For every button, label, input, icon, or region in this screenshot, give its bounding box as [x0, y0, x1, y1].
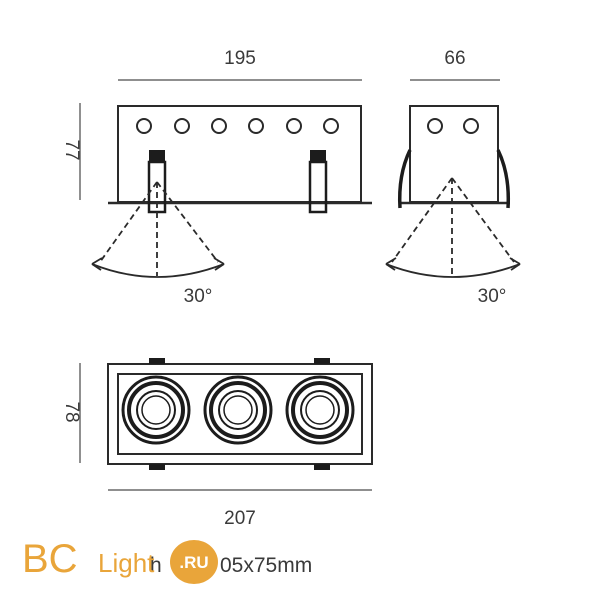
hole — [136, 118, 152, 134]
spring-tabs — [149, 358, 330, 470]
side-spring-right — [496, 149, 511, 209]
logo-ru-badge — [170, 540, 218, 584]
front-tilt-label: 30° — [184, 286, 213, 307]
hole — [174, 118, 190, 134]
front-width-label: 195 — [224, 48, 256, 69]
hole — [427, 118, 443, 134]
top-view: 78 207 — [61, 358, 373, 529]
front-holes — [136, 118, 339, 134]
cutout-dimension: h 05x75mm — [150, 554, 312, 577]
front-view: 195 77 30° — [61, 48, 372, 307]
trim-outer — [107, 363, 373, 465]
bclight-logo: BC Light .RU — [22, 537, 218, 584]
logo-light-text: Light — [98, 548, 155, 578]
front-tilt-indicator — [91, 181, 225, 278]
side-tilt-label: 30° — [478, 286, 507, 307]
logo-ru-text: .RU — [179, 553, 208, 572]
side-depth-label: 66 — [444, 48, 465, 69]
cutout-prefix: h — [150, 554, 162, 577]
top-depth-label: 78 — [61, 401, 82, 422]
lamp-module-3 — [285, 375, 355, 445]
front-spring-clip-right — [308, 150, 328, 214]
hole — [286, 118, 302, 134]
hole — [463, 118, 479, 134]
side-holes — [427, 118, 479, 134]
logo-bc-text: BC — [22, 537, 78, 581]
top-width-label: 207 — [224, 508, 256, 529]
lamp-module-1 — [121, 375, 191, 445]
hole — [323, 118, 339, 134]
hole — [211, 118, 227, 134]
trim-inner — [117, 373, 363, 455]
hole — [248, 118, 264, 134]
side-tilt-indicator — [385, 177, 521, 278]
side-view: 66 30° — [385, 48, 521, 307]
cutout-size: 05x75mm — [220, 554, 312, 577]
side-housing — [409, 105, 499, 203]
lamp-module-2 — [203, 375, 273, 445]
side-spring-left — [397, 149, 412, 209]
height-label: 77 — [61, 139, 82, 160]
